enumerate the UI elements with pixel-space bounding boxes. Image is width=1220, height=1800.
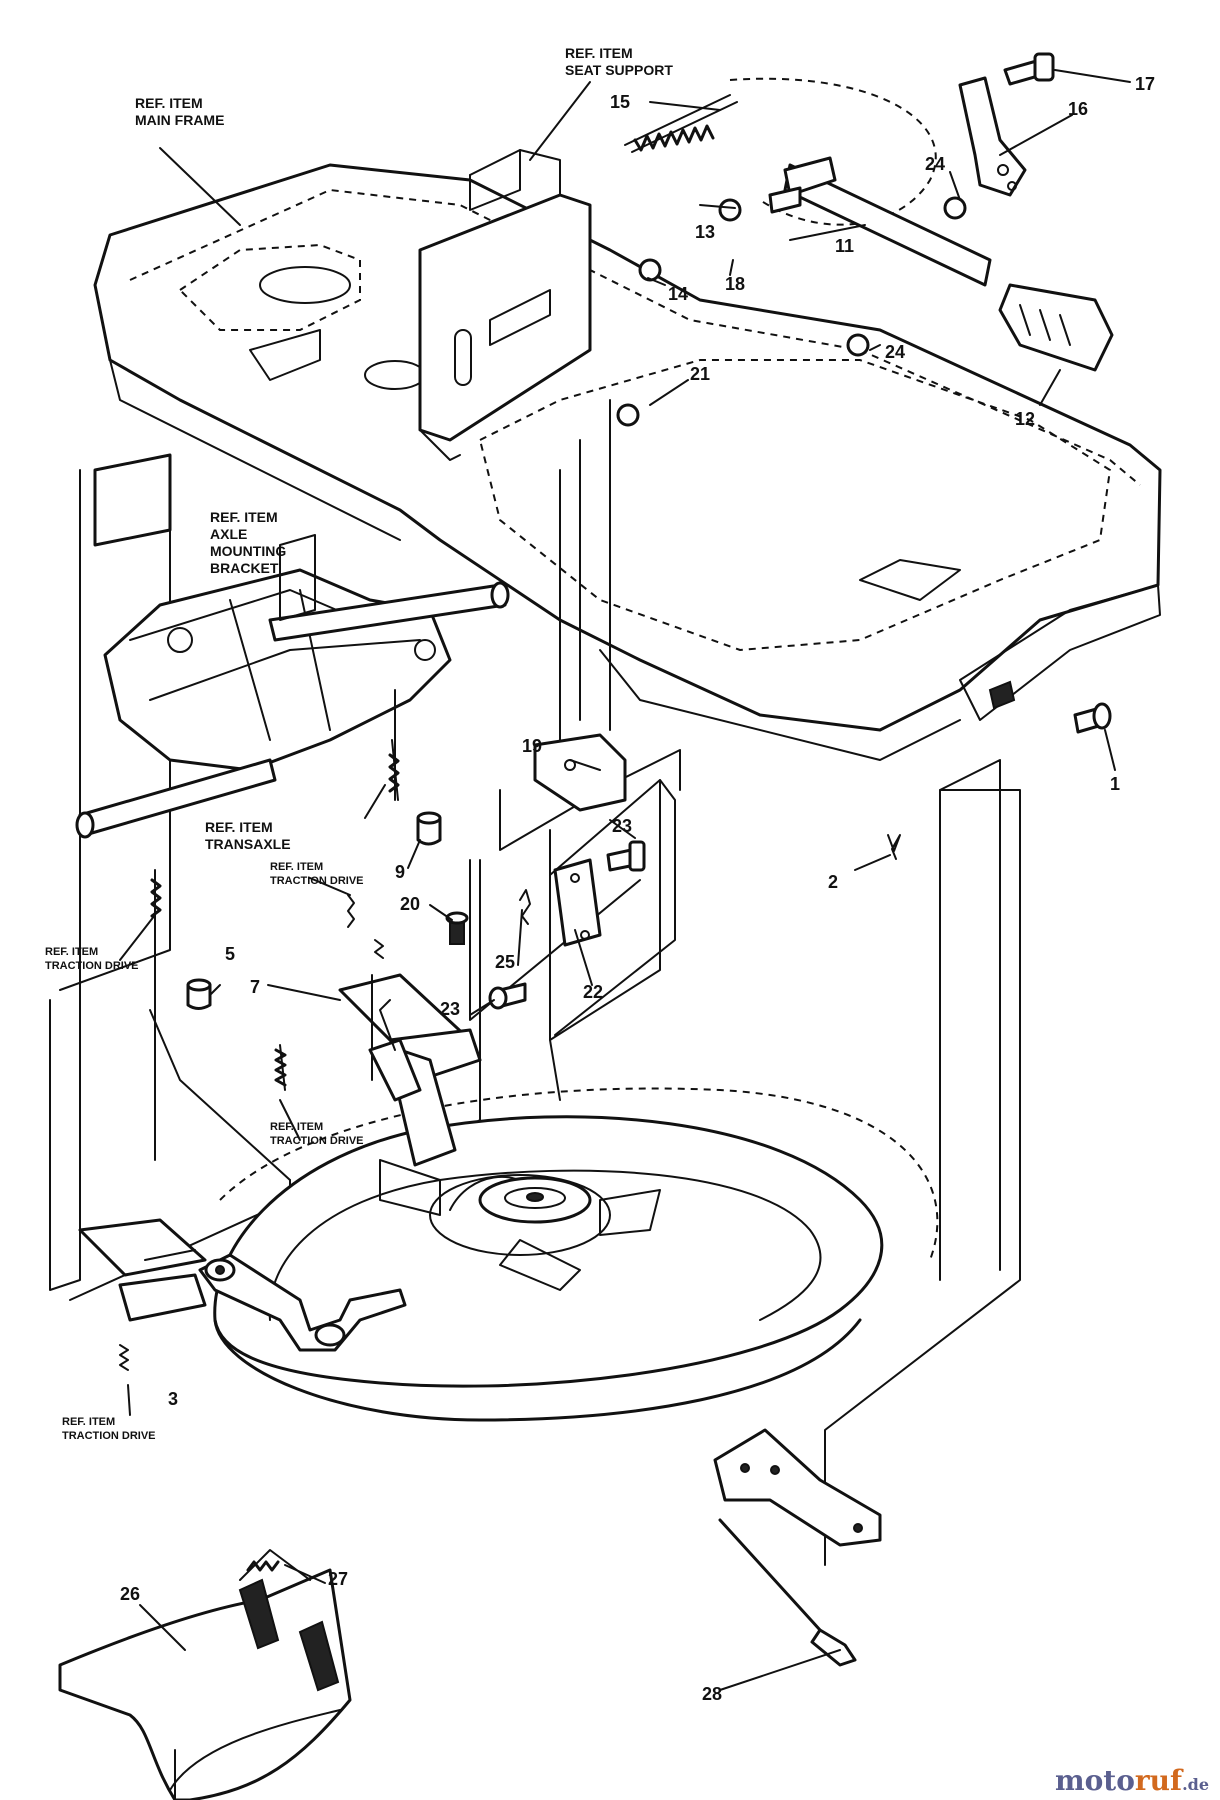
part-num-22: 22	[583, 982, 603, 1002]
svg-text:REF. ITEM: REF. ITEM	[205, 819, 273, 835]
part-num-5: 5	[225, 944, 235, 964]
bolt-17	[1003, 52, 1131, 86]
bracket-19	[533, 733, 627, 812]
ref-label-main-frame: REF. ITEM MAIN FRAME	[135, 95, 224, 128]
ref-label-traction-drive-upper: REF. ITEM TRACTION DRIVE	[270, 861, 364, 887]
part-num-11: 11	[835, 236, 854, 256]
svg-text:REF. ITEM: REF. ITEM	[210, 509, 278, 525]
svg-text:MOUNTING: MOUNTING	[210, 543, 286, 559]
pin-1	[1073, 702, 1112, 734]
part-num-2: 2	[828, 872, 838, 892]
part-num-13: 13	[695, 222, 715, 242]
mower-deck	[213, 999, 939, 1422]
leader-lines	[119, 81, 1116, 1800]
part-numbers: 15 17 16 24 13 11 18 14 24 21 12 19 1 23…	[120, 74, 1155, 1704]
hardware-small	[616, 186, 967, 427]
link-22	[549, 779, 676, 1036]
part-num-28: 28	[702, 1684, 722, 1704]
part-num-24-lower: 24	[885, 342, 905, 362]
part-num-18: 18	[725, 274, 745, 294]
svg-text:REF. ITEM: REF. ITEM	[135, 95, 203, 111]
traction-rods	[150, 689, 400, 1161]
svg-text:REF. ITEM: REF. ITEM	[565, 45, 633, 61]
spacer-5	[186, 978, 212, 1010]
deck-hanger-right	[713, 759, 1021, 1566]
bracket-3	[78, 1218, 207, 1371]
svg-text:motoruf.de: motoruf.de	[1055, 1764, 1209, 1797]
ref-label-seat-support: REF. ITEM SEAT SUPPORT	[565, 45, 673, 78]
clip-2	[887, 834, 901, 860]
part-num-19: 19	[522, 736, 542, 756]
part-num-26: 26	[120, 1584, 140, 1604]
part-num-20: 20	[400, 894, 420, 914]
ref-label-transaxle: REF. ITEM TRANSAXLE	[205, 819, 291, 852]
ref-label-traction-drive-mid: REF. ITEM TRACTION DRIVE	[270, 1121, 364, 1147]
ref-label-axle-bracket: REF. ITEM AXLE MOUNTING BRACKET	[210, 509, 286, 576]
watermark-logo: motoruf.de	[1055, 1764, 1209, 1797]
svg-text:TRACTION DRIVE: TRACTION DRIVE	[45, 960, 139, 972]
ref-label-traction-drive-left: REF. ITEM TRACTION DRIVE	[45, 946, 139, 972]
part-num-3: 3	[168, 1389, 178, 1409]
seat-support	[418, 149, 592, 461]
part-num-24-upper: 24	[925, 154, 945, 174]
svg-text:TRACTION DRIVE: TRACTION DRIVE	[270, 1135, 364, 1147]
svg-text:REF. ITEM: REF. ITEM	[270, 861, 323, 873]
part-num-27: 27	[328, 1569, 348, 1589]
svg-text:TRACTION DRIVE: TRACTION DRIVE	[270, 875, 364, 887]
transaxle	[75, 534, 510, 839]
svg-text:TRANSAXLE: TRANSAXLE	[205, 836, 291, 852]
part-num-7: 7	[250, 977, 260, 997]
svg-text:REF. ITEM: REF. ITEM	[270, 1121, 323, 1133]
part-num-21: 21	[690, 364, 710, 384]
part-num-12: 12	[1015, 409, 1035, 429]
rod-28	[718, 1518, 857, 1667]
part-num-16: 16	[1068, 99, 1088, 119]
discharge-chute-26	[58, 1568, 352, 1800]
svg-text:BRACKET: BRACKET	[210, 560, 279, 576]
part-num-15: 15	[610, 92, 630, 112]
part-num-14: 14	[668, 284, 688, 304]
svg-text:TRACTION DRIVE: TRACTION DRIVE	[62, 1430, 156, 1442]
part-num-23-upper: 23	[612, 816, 632, 836]
part-num-23-lower: 23	[440, 999, 460, 1019]
spacer-9	[416, 811, 442, 846]
part-num-25: 25	[495, 952, 515, 972]
spring-27	[239, 1549, 311, 1581]
part-num-17: 17	[1135, 74, 1155, 94]
drive-arm	[198, 1253, 407, 1352]
lever-assembly	[783, 76, 1114, 372]
svg-text:AXLE: AXLE	[210, 526, 247, 542]
svg-text:REF. ITEM: REF. ITEM	[62, 1416, 115, 1428]
svg-text:REF. ITEM: REF. ITEM	[45, 946, 98, 958]
part-num-1: 1	[1110, 774, 1120, 794]
clip-25	[519, 889, 531, 925]
part-num-9: 9	[395, 862, 405, 882]
bolt-23-lower	[488, 982, 527, 1010]
spring-mid	[274, 1044, 287, 1091]
svg-text:MAIN FRAME: MAIN FRAME	[135, 112, 224, 128]
ref-label-traction-drive-bottom: REF. ITEM TRACTION DRIVE	[62, 1416, 156, 1442]
bolt-23-upper	[606, 840, 646, 872]
svg-text:SEAT SUPPORT: SEAT SUPPORT	[565, 62, 673, 78]
